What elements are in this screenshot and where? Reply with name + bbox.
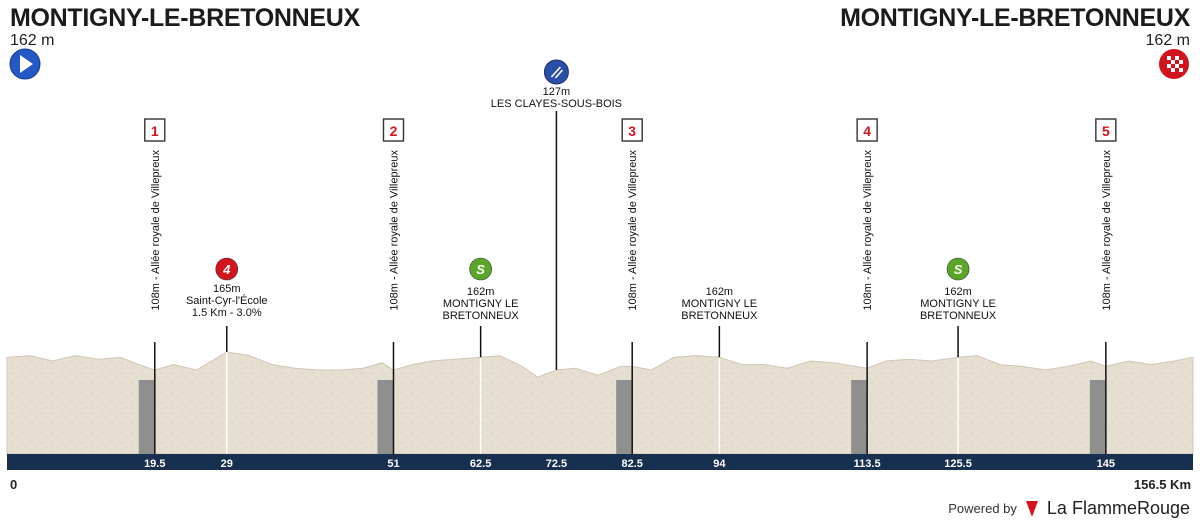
distance-start-label: 0 [10,477,18,492]
km-tick-label: 51 [387,458,399,470]
point-label: MONTIGNY LE [443,298,519,310]
point-badge: S [476,262,485,277]
lap-number: 2 [390,123,398,139]
lap-number-box [382,118,405,142]
distance-end-label: 156.5 Km [1133,477,1191,492]
flame-logo-icon [1025,500,1038,517]
point-label: 165m [213,283,241,295]
checker-square [1171,68,1175,72]
feed-zone-icon-stroke [550,66,562,78]
feed-zone-label: LES CLAYES-SOUS-BOIS [491,98,622,110]
sprint-icon [946,257,970,281]
finish-city: MONTIGNY-LE-BRETONNEUX [840,4,1190,32]
checker-square [1175,64,1179,68]
km-tick-label: 19.5 [144,458,165,470]
lap-number: 1 [151,123,159,139]
lap-bar [138,380,155,454]
point-label: MONTIGNY LE [682,298,758,310]
checker-square [1167,64,1171,68]
km-tick-label: 125.5 [944,458,972,470]
climb-cat4-icon [215,257,239,281]
powered-by-label: Powered by [948,501,1017,516]
point-label: BRETONNEUX [920,310,997,322]
checker-square [1179,60,1183,64]
point-label: Saint-Cyr-l'École [186,294,268,307]
km-tick-label: 113.5 [854,458,881,470]
lap-bar [1089,380,1106,454]
powered-by: Powered by La FlammeRouge [948,498,1190,519]
lap-bar [377,380,394,454]
lap-number: 4 [863,123,871,139]
lap-bar [616,380,633,454]
km-tick-label: 72.5 [546,458,567,470]
point-label: 162m [944,286,972,298]
feed-zone-icon-stroke [554,69,564,79]
point-label: BRETONNEUX [681,310,758,322]
distance-axis [7,454,1193,470]
lap-number-box [856,118,878,142]
checkered-flag-icon [1159,49,1189,79]
lap-number-box [1095,118,1117,142]
point-label: 162m [706,286,734,298]
lap-label: 108m - Allée royale de Villepreux [1101,150,1113,311]
start-city: MONTIGNY-LE-BRETONNEUX [10,4,360,32]
lap-number-box [621,118,643,142]
point-badge: S [954,262,963,277]
start-header: MONTIGNY-LE-BRETONNEUX 162 m [10,4,360,50]
km-tick-label: 145 [1097,458,1115,470]
point-label: BRETONNEUX [443,310,520,322]
lap-bar [851,380,868,454]
finish-altitude: 162 m [1145,32,1190,49]
lap-label: 108m - Allée royale de Villepreux [627,150,639,311]
km-tick-label: 94 [713,458,726,470]
sprint-icon [469,257,492,281]
feed-zone-label: 127m [543,86,571,98]
start-altitude: 162 m [10,32,55,49]
point-label: 162m [467,286,495,298]
km-tick-label: 62.5 [470,458,491,470]
lap-label: 108m - Allée royale de Villepreux [862,150,874,311]
lap-number: 3 [628,123,636,139]
checker-square [1175,56,1179,60]
lap-label: 108m - Allée royale de Villepreux [388,150,400,311]
point-label: MONTIGNY LE [920,298,996,310]
lap-label: 108m - Allée royale de Villepreux [150,150,162,311]
point-badge: 4 [222,262,231,277]
checker-square [1171,60,1175,64]
finish-header: MONTIGNY-LE-BRETONNEUX 162 m [840,4,1190,50]
play-icon [9,48,41,80]
point-label: 1.5 Km - 3.0% [192,307,262,319]
checker-square [1167,56,1171,60]
km-tick-label: 82.5 [621,458,642,470]
checker-square [1179,68,1183,72]
lap-number: 5 [1102,123,1110,139]
profile-area [6,351,1194,455]
km-tick-label: 29 [221,458,233,470]
lap-number-box [144,118,166,142]
brand-name: La FlammeRouge [1046,498,1190,518]
